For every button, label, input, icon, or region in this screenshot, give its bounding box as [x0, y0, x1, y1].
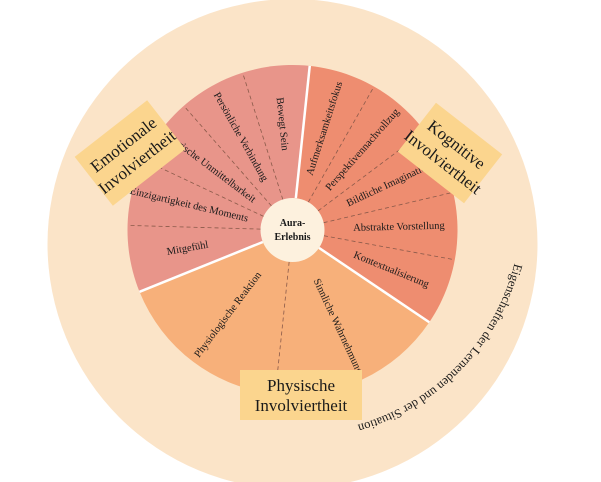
emotional-segment-label: Bewegt Sein [274, 97, 290, 152]
center-circle [260, 198, 325, 262]
physical-category-label-line2: Involviertheit [255, 396, 348, 415]
physical-category-box: Physische Involviertheit [240, 370, 362, 420]
segment-divider [323, 191, 454, 224]
segment-divider [323, 235, 455, 261]
sector-divider [139, 240, 264, 293]
segment-divider [274, 261, 290, 395]
segment-divider [242, 72, 284, 200]
center-label-line2: Erlebnis [274, 232, 310, 243]
sector-divider [294, 65, 311, 199]
segment-divider [127, 224, 261, 230]
divider-group [127, 65, 455, 395]
segment-divider [307, 86, 375, 203]
center-label-line1: Aura- [280, 218, 306, 229]
cognitive-segment-label: Abstrakte Vorstellung [353, 221, 445, 234]
cognitive-category-box: Kognitive Involviertheit [397, 102, 503, 204]
segment-divider [183, 105, 272, 207]
physical-sector [139, 230, 430, 395]
segment-divider [317, 130, 425, 212]
physical-category-label-line1: Physische [267, 376, 335, 395]
segment-divider [143, 159, 264, 217]
sector-divider [318, 246, 430, 324]
